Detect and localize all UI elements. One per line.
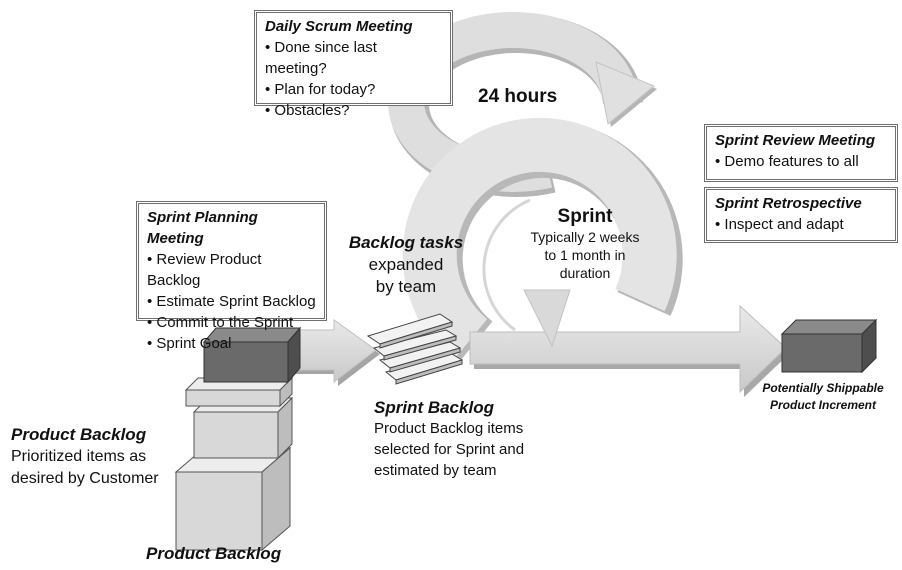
product-increment-block <box>780 318 878 374</box>
sprint-review-item: • Demo features to all <box>715 153 859 170</box>
daily-scrum-item: • Obstacles? <box>265 102 350 119</box>
backlog-to-sprint-arrow <box>289 319 380 386</box>
sprint-planning-item: • Estimate Sprint Backlog <box>147 293 316 310</box>
sprint-retrospective-box: Sprint Retrospective • Inspect and adapt <box>704 187 898 243</box>
product-backlog-label: Product Backlog Prioritized items as des… <box>11 424 186 490</box>
sprint-backlog-label: Sprint Backlog Product Backlog items sel… <box>374 397 544 481</box>
product-increment-label: Potentially Shippable Product Increment <box>748 380 898 414</box>
sprint-backlog-line: selected for Sprint and <box>374 441 525 458</box>
sprint-planning-item: • Commit to the Sprint <box>147 314 294 331</box>
backlog-tasks-line: expanded <box>368 255 444 274</box>
sprint-label: Sprint Typically 2 weeks to 1 month in d… <box>514 206 656 282</box>
product-backlog-caption: Product Backlog <box>146 544 282 563</box>
sprint-planning-title: Sprint Planning Meeting <box>147 209 258 247</box>
daily-scrum-item: • Done since last meeting? <box>265 39 377 77</box>
sprint-planning-item: • Review Product Backlog <box>147 251 262 289</box>
backlog-tasks-title: Backlog tasks <box>348 233 464 252</box>
sprint-retrospective-title: Sprint Retrospective <box>715 195 862 212</box>
cycle-duration-label: 24 hours <box>478 86 558 107</box>
sprint-retrospective-item: • Inspect and adapt <box>715 216 844 233</box>
sprint-backlog-title: Sprint Backlog <box>374 398 494 417</box>
sprint-cycle-arrow <box>402 117 683 367</box>
daily-scrum-item: • Plan for today? <box>265 81 376 98</box>
sprint-line: duration <box>559 265 611 281</box>
product-backlog-line: Prioritized items as <box>11 448 147 465</box>
sprint-planning-box: Sprint Planning Meeting • Review Product… <box>136 201 327 352</box>
sprint-title: Sprint <box>557 206 613 227</box>
sprint-backlog-line: Product Backlog items <box>374 420 524 437</box>
product-increment-line: Product Increment <box>769 398 877 412</box>
sprint-line: Typically 2 weeks <box>530 229 640 245</box>
product-backlog-stack <box>174 326 302 552</box>
sprint-backlog-line: estimated by team <box>374 462 497 479</box>
sprint-review-box: Sprint Review Meeting • Demo features to… <box>704 124 898 182</box>
daily-scrum-box: Daily Scrum Meeting • Done since last me… <box>254 10 453 119</box>
daily-scrum-title: Daily Scrum Meeting <box>265 18 413 35</box>
main-flow-arrow <box>469 304 790 397</box>
sprint-line: to 1 month in <box>544 247 626 263</box>
backlog-tasks-line: by team <box>375 277 437 296</box>
sprint-backlog-sheets <box>366 313 464 385</box>
sprint-loop-arrowhead <box>523 289 571 348</box>
product-increment-line: Potentially Shippable <box>762 381 884 395</box>
product-backlog-line: desired by Customer <box>11 470 159 487</box>
sprint-review-title: Sprint Review Meeting <box>715 132 876 149</box>
product-backlog-title: Product Backlog <box>11 425 147 444</box>
sprint-planning-item: • Sprint Goal <box>147 335 232 352</box>
backlog-tasks-label: Backlog tasks expanded by team <box>340 232 472 298</box>
